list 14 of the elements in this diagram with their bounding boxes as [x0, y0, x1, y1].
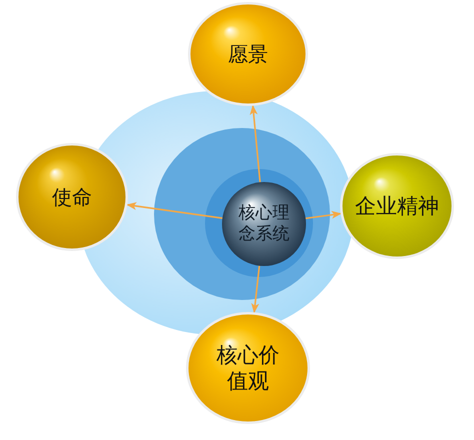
- arrow: [251, 266, 260, 314]
- arrow: [126, 202, 223, 219]
- node-label: 使命: [52, 184, 92, 210]
- node-label: 核心理念系统: [237, 202, 290, 246]
- circle-node: [16, 143, 128, 251]
- sphere-node: [222, 182, 306, 266]
- node-label: 愿景: [228, 42, 268, 66]
- circle-node: [340, 153, 454, 259]
- arrow: [250, 104, 261, 182]
- arrow: [306, 210, 342, 220]
- node-label: 企业精神: [355, 192, 439, 220]
- circle-node: [186, 312, 310, 424]
- node-label: 核心价值观: [216, 342, 280, 394]
- circle-node: [188, 2, 308, 106]
